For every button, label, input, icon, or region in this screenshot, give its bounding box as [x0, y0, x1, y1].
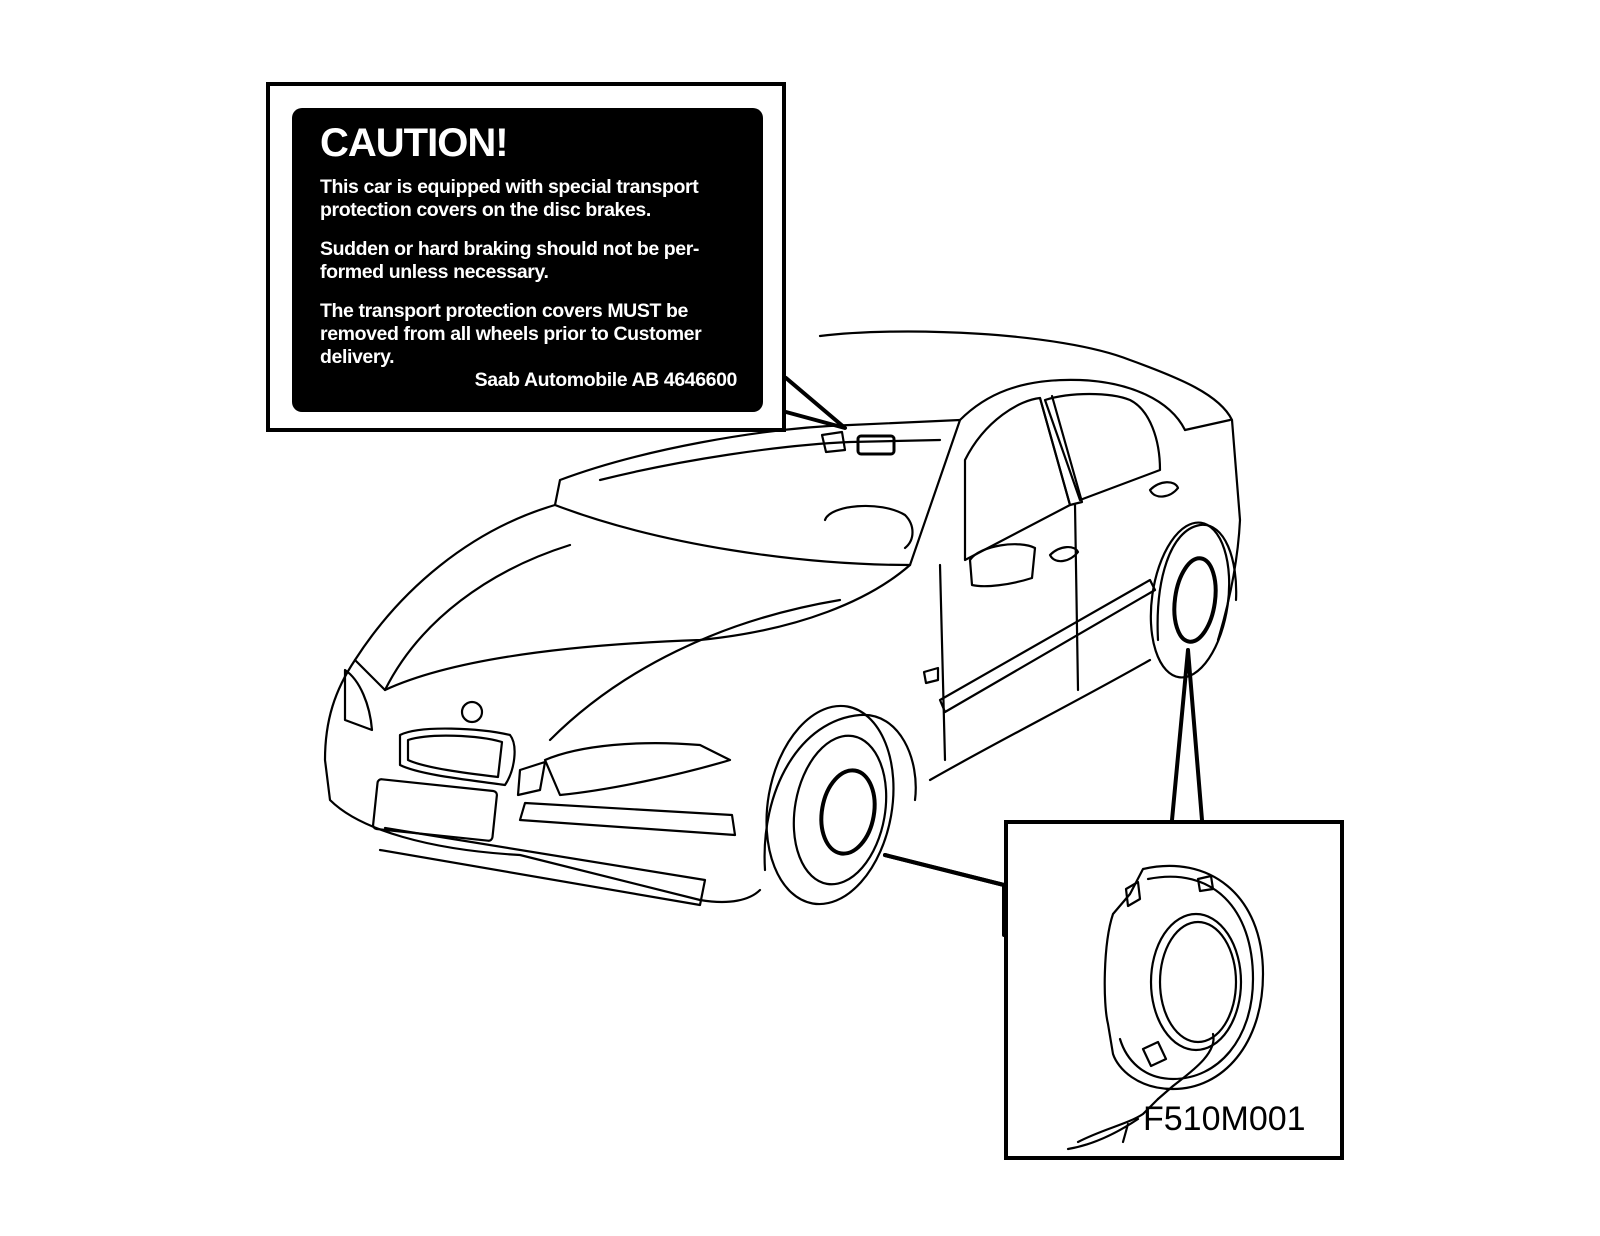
rear-brake-cover: [1172, 556, 1218, 644]
hood-crease-right: [548, 598, 842, 742]
windshield-label-sticker: [856, 434, 896, 456]
door-handle-rear: [1148, 481, 1180, 498]
b-pillar: [1038, 394, 1084, 507]
caution-paragraph-2: Sudden or hard braking should not be per…: [320, 238, 700, 283]
cover-clip-bottom: [1141, 1040, 1168, 1068]
cover-retaining-strap: [1156, 1032, 1215, 1101]
front-wheel-rim: [792, 734, 888, 886]
side-molding: [938, 578, 1157, 714]
cover-outer-ring: [1103, 864, 1265, 1091]
front-wheel-leader: [883, 853, 1006, 937]
caution-callout-leader: [784, 376, 847, 430]
front-wheel-tire: [765, 704, 895, 906]
grille: [398, 727, 516, 787]
headlamp-left: [343, 668, 374, 732]
headlamp-right: [543, 742, 732, 797]
side-sill: [928, 658, 1152, 782]
brake-cover-detail-drawing: [1066, 864, 1265, 1151]
front-wheel-leader-upper: [883, 853, 1006, 887]
windshield-inner: [598, 438, 942, 482]
cover-center-inner: [1158, 920, 1238, 1044]
caution-title: CAUTION!: [320, 121, 509, 165]
front-wheel-arch: [763, 713, 917, 872]
side-mirror: [968, 543, 1037, 588]
cover-tab-left: [1124, 880, 1142, 908]
lower-intake: [378, 826, 707, 907]
door-handle-front: [1048, 546, 1080, 563]
rear-door-edge: [1073, 503, 1080, 692]
rear-wheel-leader: [1170, 648, 1204, 822]
cover-center: [1149, 912, 1243, 1052]
cover-wire: [1066, 1097, 1160, 1151]
saab-emblem: [460, 700, 484, 724]
license-plate: [372, 778, 498, 842]
rear-door-window: [1043, 392, 1162, 502]
figure-code: F510M001: [1143, 1100, 1306, 1138]
rear-wheel-tire: [1149, 521, 1231, 679]
hood: [353, 503, 912, 692]
cover-tab-top: [1196, 874, 1215, 893]
rear-wheel-arch: [1156, 523, 1238, 642]
caution-paragraph-1: This car is equipped with special transp…: [320, 176, 699, 221]
fog-lamp: [516, 760, 547, 797]
bumper-strip: [518, 801, 737, 837]
hood-crease: [383, 543, 572, 692]
steering-wheel: [823, 504, 914, 550]
front-door-window: [963, 396, 1072, 562]
front-door-edge: [938, 563, 947, 762]
caution-signature: Saab Automobile AB 4646600: [474, 369, 738, 391]
caution-label: CAUTION! This car is equipped with speci…: [292, 108, 763, 412]
front-brake-cover: [819, 768, 877, 856]
rear-deck: [1183, 418, 1232, 432]
mirror-base: [820, 430, 847, 454]
side-marker: [922, 666, 940, 685]
front-body: [323, 658, 762, 904]
caution-paragraph-3: The transport protection covers MUST be …: [320, 300, 702, 368]
grille-inner: [406, 734, 504, 779]
brake-cover-detail-frame: [1004, 820, 1344, 1160]
roof-line: [958, 378, 1187, 432]
cover-rim: [1118, 875, 1255, 1081]
